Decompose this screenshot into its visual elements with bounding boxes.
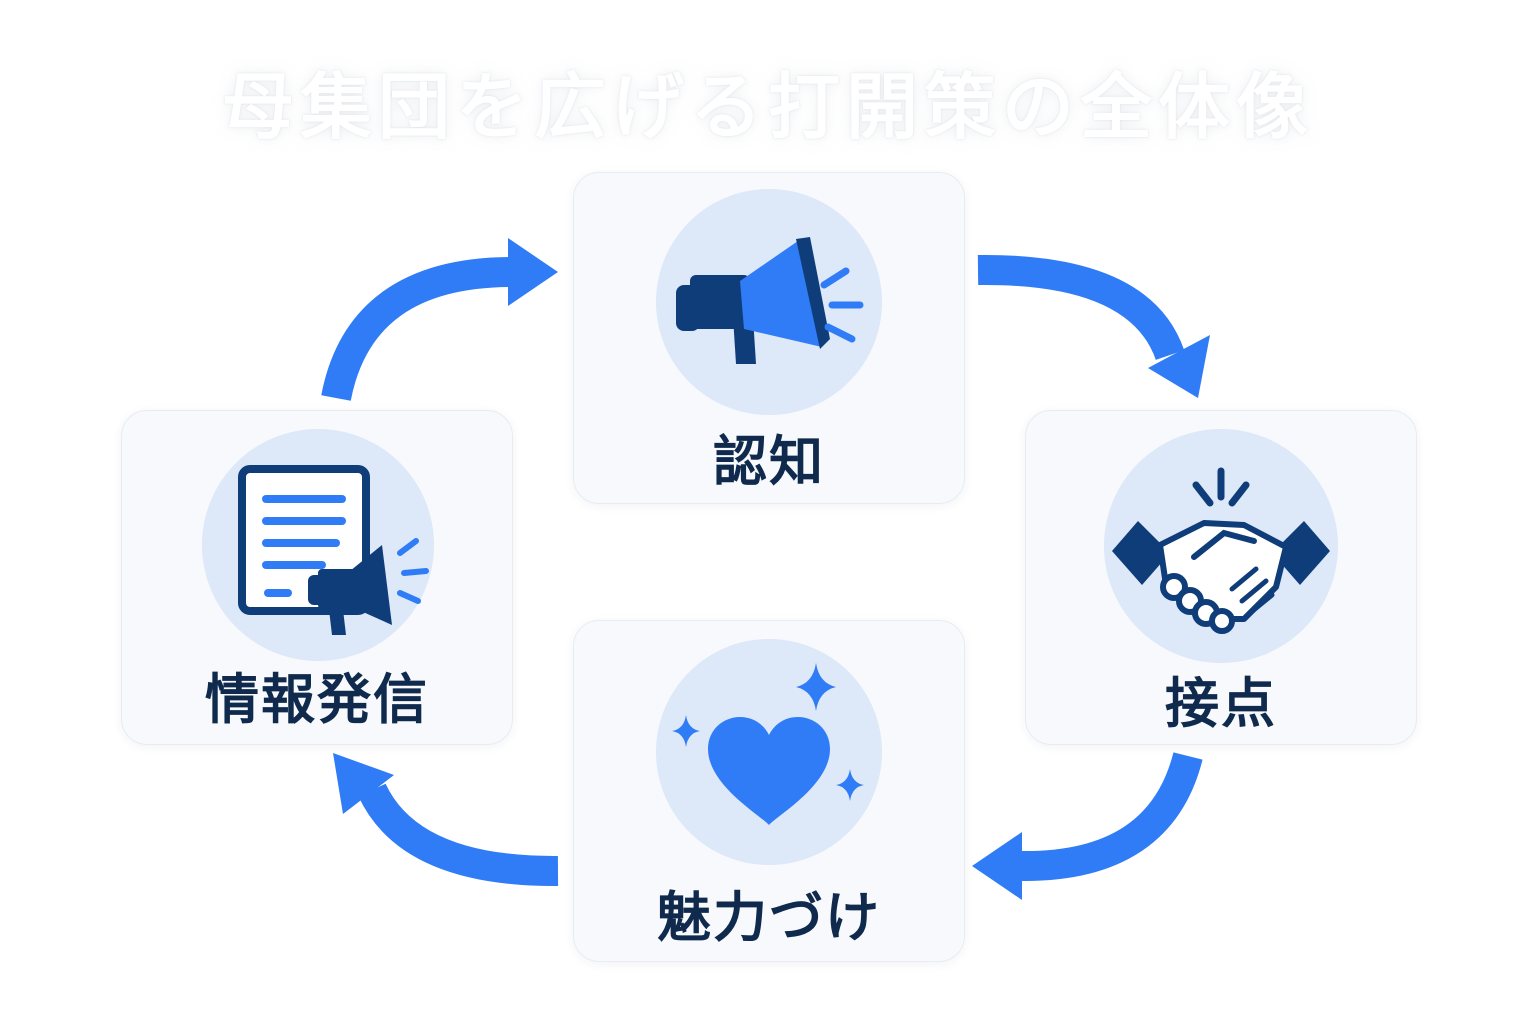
- step-label-contact: 接点: [1165, 672, 1277, 735]
- arrowhead-appeal-to-info: [333, 753, 394, 814]
- arrow-awareness-to-contact: [977, 254, 1185, 361]
- step-card-contact: 接点: [1025, 410, 1417, 745]
- icon-circle: [656, 189, 882, 415]
- step-card-awareness: 認知: [573, 172, 965, 504]
- arrowhead-info-to-awareness: [508, 238, 558, 306]
- page-title: 母集団を広げる打開策の全体像: [221, 65, 1314, 149]
- step-card-information: 情報発信: [121, 410, 513, 745]
- step-label-information: 情報発信: [205, 668, 429, 731]
- arrowhead-contact-to-appeal: [972, 832, 1022, 900]
- icon-circle: [1104, 429, 1338, 663]
- icon-circle: [202, 429, 434, 661]
- heart-sparkle-icon: [672, 663, 864, 825]
- icon-circle: [656, 639, 882, 865]
- megaphone-icon: [676, 237, 864, 364]
- arrow-appeal-to-info: [358, 783, 559, 887]
- arrow-contact-to-appeal: [1019, 752, 1203, 882]
- arrow-info-to-awareness: [321, 257, 513, 402]
- step-label-appeal: 魅力づけ: [657, 886, 881, 949]
- arrowhead-awareness-to-contact: [1148, 335, 1210, 398]
- document-megaphone-icon: [238, 465, 429, 635]
- handshake-icon: [1112, 467, 1330, 634]
- step-card-appeal: 魅力づけ: [573, 620, 965, 962]
- step-label-awareness: 認知: [713, 430, 825, 493]
